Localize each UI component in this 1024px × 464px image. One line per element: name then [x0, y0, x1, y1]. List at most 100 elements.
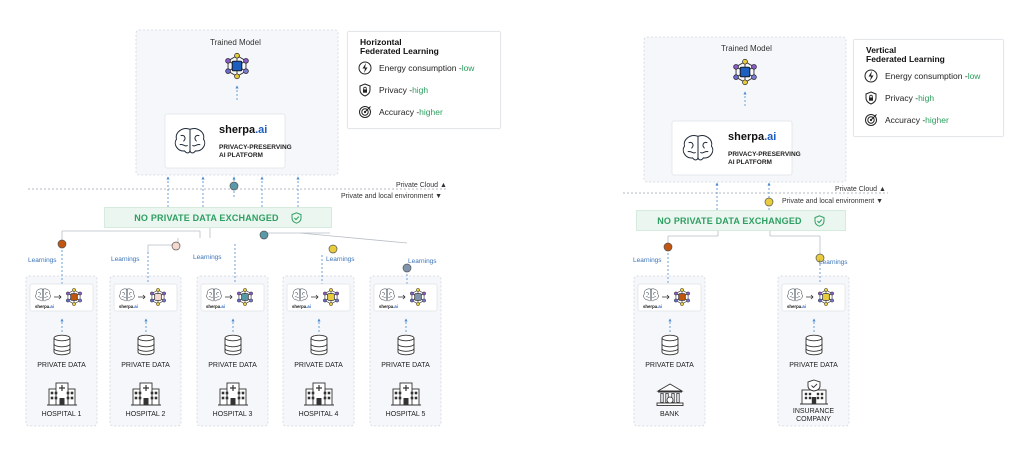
right-node-dot-2 [815, 253, 825, 263]
right-legend-title-2: Federated Learning [866, 54, 945, 64]
left-trained-model-network-icon [225, 52, 249, 80]
left-private-local-label: Private and local environment ▼ [341, 193, 442, 200]
right-platform-brand-suffix: .ai [764, 131, 777, 143]
left-node-hospital-icon-3 [218, 382, 248, 406]
left-node-name-5: HOSPITAL 5 [385, 411, 426, 418]
left-node-hospital-icon-5 [391, 382, 421, 406]
right-node-name-2: INSURANCE [792, 408, 835, 415]
left-model-dot [229, 181, 239, 191]
left-node-3-brain-icon [206, 288, 222, 302]
right-platform-line1: PRIVACY-PRESERVING [728, 151, 801, 158]
left-platform-brain-icon [174, 128, 206, 154]
left-node-5-mini-brand-suffix: .ai [393, 304, 398, 309]
left-node-2-network-icon [150, 288, 166, 306]
right-no-private-data-banner: NO PRIVATE DATA EXCHANGED [636, 210, 846, 231]
left-node-2-arrow-right-icon [138, 294, 146, 300]
left-node-database-icon-1 [53, 334, 71, 356]
left-node-database-icon-5 [397, 334, 415, 356]
right-node-1-mini-brand-text: sherpa.ai [643, 304, 662, 309]
left-legend-row-accuracy: Accuracy - higher [358, 104, 443, 120]
triangle-down-icon: ▼ [435, 193, 443, 200]
left-node-4-mini-panel [286, 283, 351, 312]
left-banner-text: NO PRIVATE DATA EXCHANGED [134, 212, 279, 223]
right-node-1-brain-icon [643, 288, 659, 302]
right-node-1-arrow-right-icon [662, 294, 670, 300]
left-node-1-brain-icon [35, 288, 51, 302]
right-private-local-label: Private and local environment ▼ [782, 198, 883, 205]
right-legend-row-accuracy: Accuracy - higher [864, 112, 949, 128]
left-node-2-brain-icon [119, 288, 135, 302]
right-node-bank-icon [656, 383, 684, 406]
right-platform-brain-icon [682, 135, 714, 161]
triangle-up-icon: ▲ [439, 182, 447, 189]
left-legend-privacy-value: high [412, 85, 429, 95]
left-node-dot-1 [57, 239, 67, 249]
left-node-name-3: HOSPITAL 3 [212, 411, 253, 418]
left-node-name-2: HOSPITAL 2 [125, 411, 166, 418]
left-node-2-mini-panel [113, 283, 178, 312]
right-legend-row-privacy: Privacy - high [864, 90, 934, 106]
right-node-1-mini-panel [637, 283, 702, 312]
right-node-1-mini-brand-suffix: .ai [657, 304, 662, 309]
left-private-cloud-text: Private Cloud [396, 182, 439, 189]
left-trained-model-title: Trained Model [210, 38, 261, 47]
left-legend-title-1: Horizontal [360, 37, 402, 47]
left-legend-energy-value: low [461, 63, 475, 73]
left-legend-accuracy-label: Accuracy - [379, 107, 420, 117]
right-legend-accuracy-label: Accuracy - [885, 115, 926, 125]
left-platform-line2: AI PLATFORM [219, 152, 263, 159]
right-legend-privacy-value: high [918, 93, 935, 103]
right-legend-energy-label: Energy consumption - [885, 71, 968, 81]
left-learnings-label-2: Learnings [111, 256, 140, 263]
right-node-database-icon-1 [661, 334, 679, 356]
right-legend-row-energy: Energy consumption - low [864, 68, 980, 84]
shield-check-icon [814, 214, 825, 227]
left-node-dot-3 [259, 230, 269, 240]
left-node-5-mini-panel [373, 283, 438, 312]
left-learnings-label-3: Learnings [193, 254, 222, 261]
triangle-down-icon: ▼ [876, 198, 884, 205]
right-node-2-arrow-right-icon [806, 294, 814, 300]
right-node-private-data-label-1: PRIVATE DATA [645, 362, 694, 369]
left-node-3-mini-panel [200, 283, 265, 312]
left-legend-accuracy-value: higher [419, 107, 443, 117]
left-branch-5 [299, 232, 408, 244]
triangle-up-icon: ▲ [878, 186, 886, 193]
left-private-cloud-label: Private Cloud ▲ [396, 182, 447, 189]
left-node-3-mini-brand-text: sherpa.ai [206, 304, 225, 309]
left-node-3-mini-brand-suffix: .ai [220, 304, 225, 309]
left-legend-privacy-label: Privacy - [379, 85, 413, 95]
right-banner-text: NO PRIVATE DATA EXCHANGED [657, 215, 802, 226]
left-platform-brand: sherpa.ai [219, 124, 267, 136]
left-node-hospital-icon-4 [304, 382, 334, 406]
left-platform-card [164, 113, 286, 169]
left-node-dot-5 [402, 263, 412, 273]
left-node-1-arrow-right-icon [54, 294, 62, 300]
right-node-2-network-icon [818, 288, 834, 306]
left-node-2-mini-brand-text: sherpa.ai [119, 304, 138, 309]
left-node-5-mini-brand-text: sherpa.ai [379, 304, 398, 309]
left-node-name-4: HOSPITAL 4 [298, 411, 339, 418]
right-learnings-label-2: Learnings [819, 259, 848, 266]
right-node-2-mini-brand-suffix: .ai [801, 304, 806, 309]
left-node-database-icon-4 [310, 334, 328, 356]
lightning-icon [864, 69, 878, 83]
left-node-private-data-label-4: PRIVATE DATA [294, 362, 343, 369]
left-node-3-arrow-right-icon [225, 294, 233, 300]
left-node-private-data-label-5: PRIVATE DATA [381, 362, 430, 369]
right-node-2-mini-panel [781, 283, 846, 312]
right-model-dot [764, 197, 774, 207]
shield-lock-icon [359, 83, 371, 97]
left-node-5-brain-icon [379, 288, 395, 302]
left-node-5-arrow-right-icon [398, 294, 406, 300]
left-node-private-data-label-2: PRIVATE DATA [121, 362, 170, 369]
right-private-local-text: Private and local environment [782, 198, 875, 205]
left-private-local-text: Private and local environment [341, 193, 434, 200]
target-icon [359, 106, 371, 118]
left-node-1-mini-panel [29, 283, 94, 312]
left-node-4-mini-brand-suffix: .ai [306, 304, 311, 309]
left-node-name-1: HOSPITAL 1 [41, 411, 82, 418]
left-legend-row-energy: Energy consumption - low [358, 60, 474, 76]
left-learnings-label-1: Learnings [28, 257, 57, 264]
left-node-5-network-icon [410, 288, 426, 306]
